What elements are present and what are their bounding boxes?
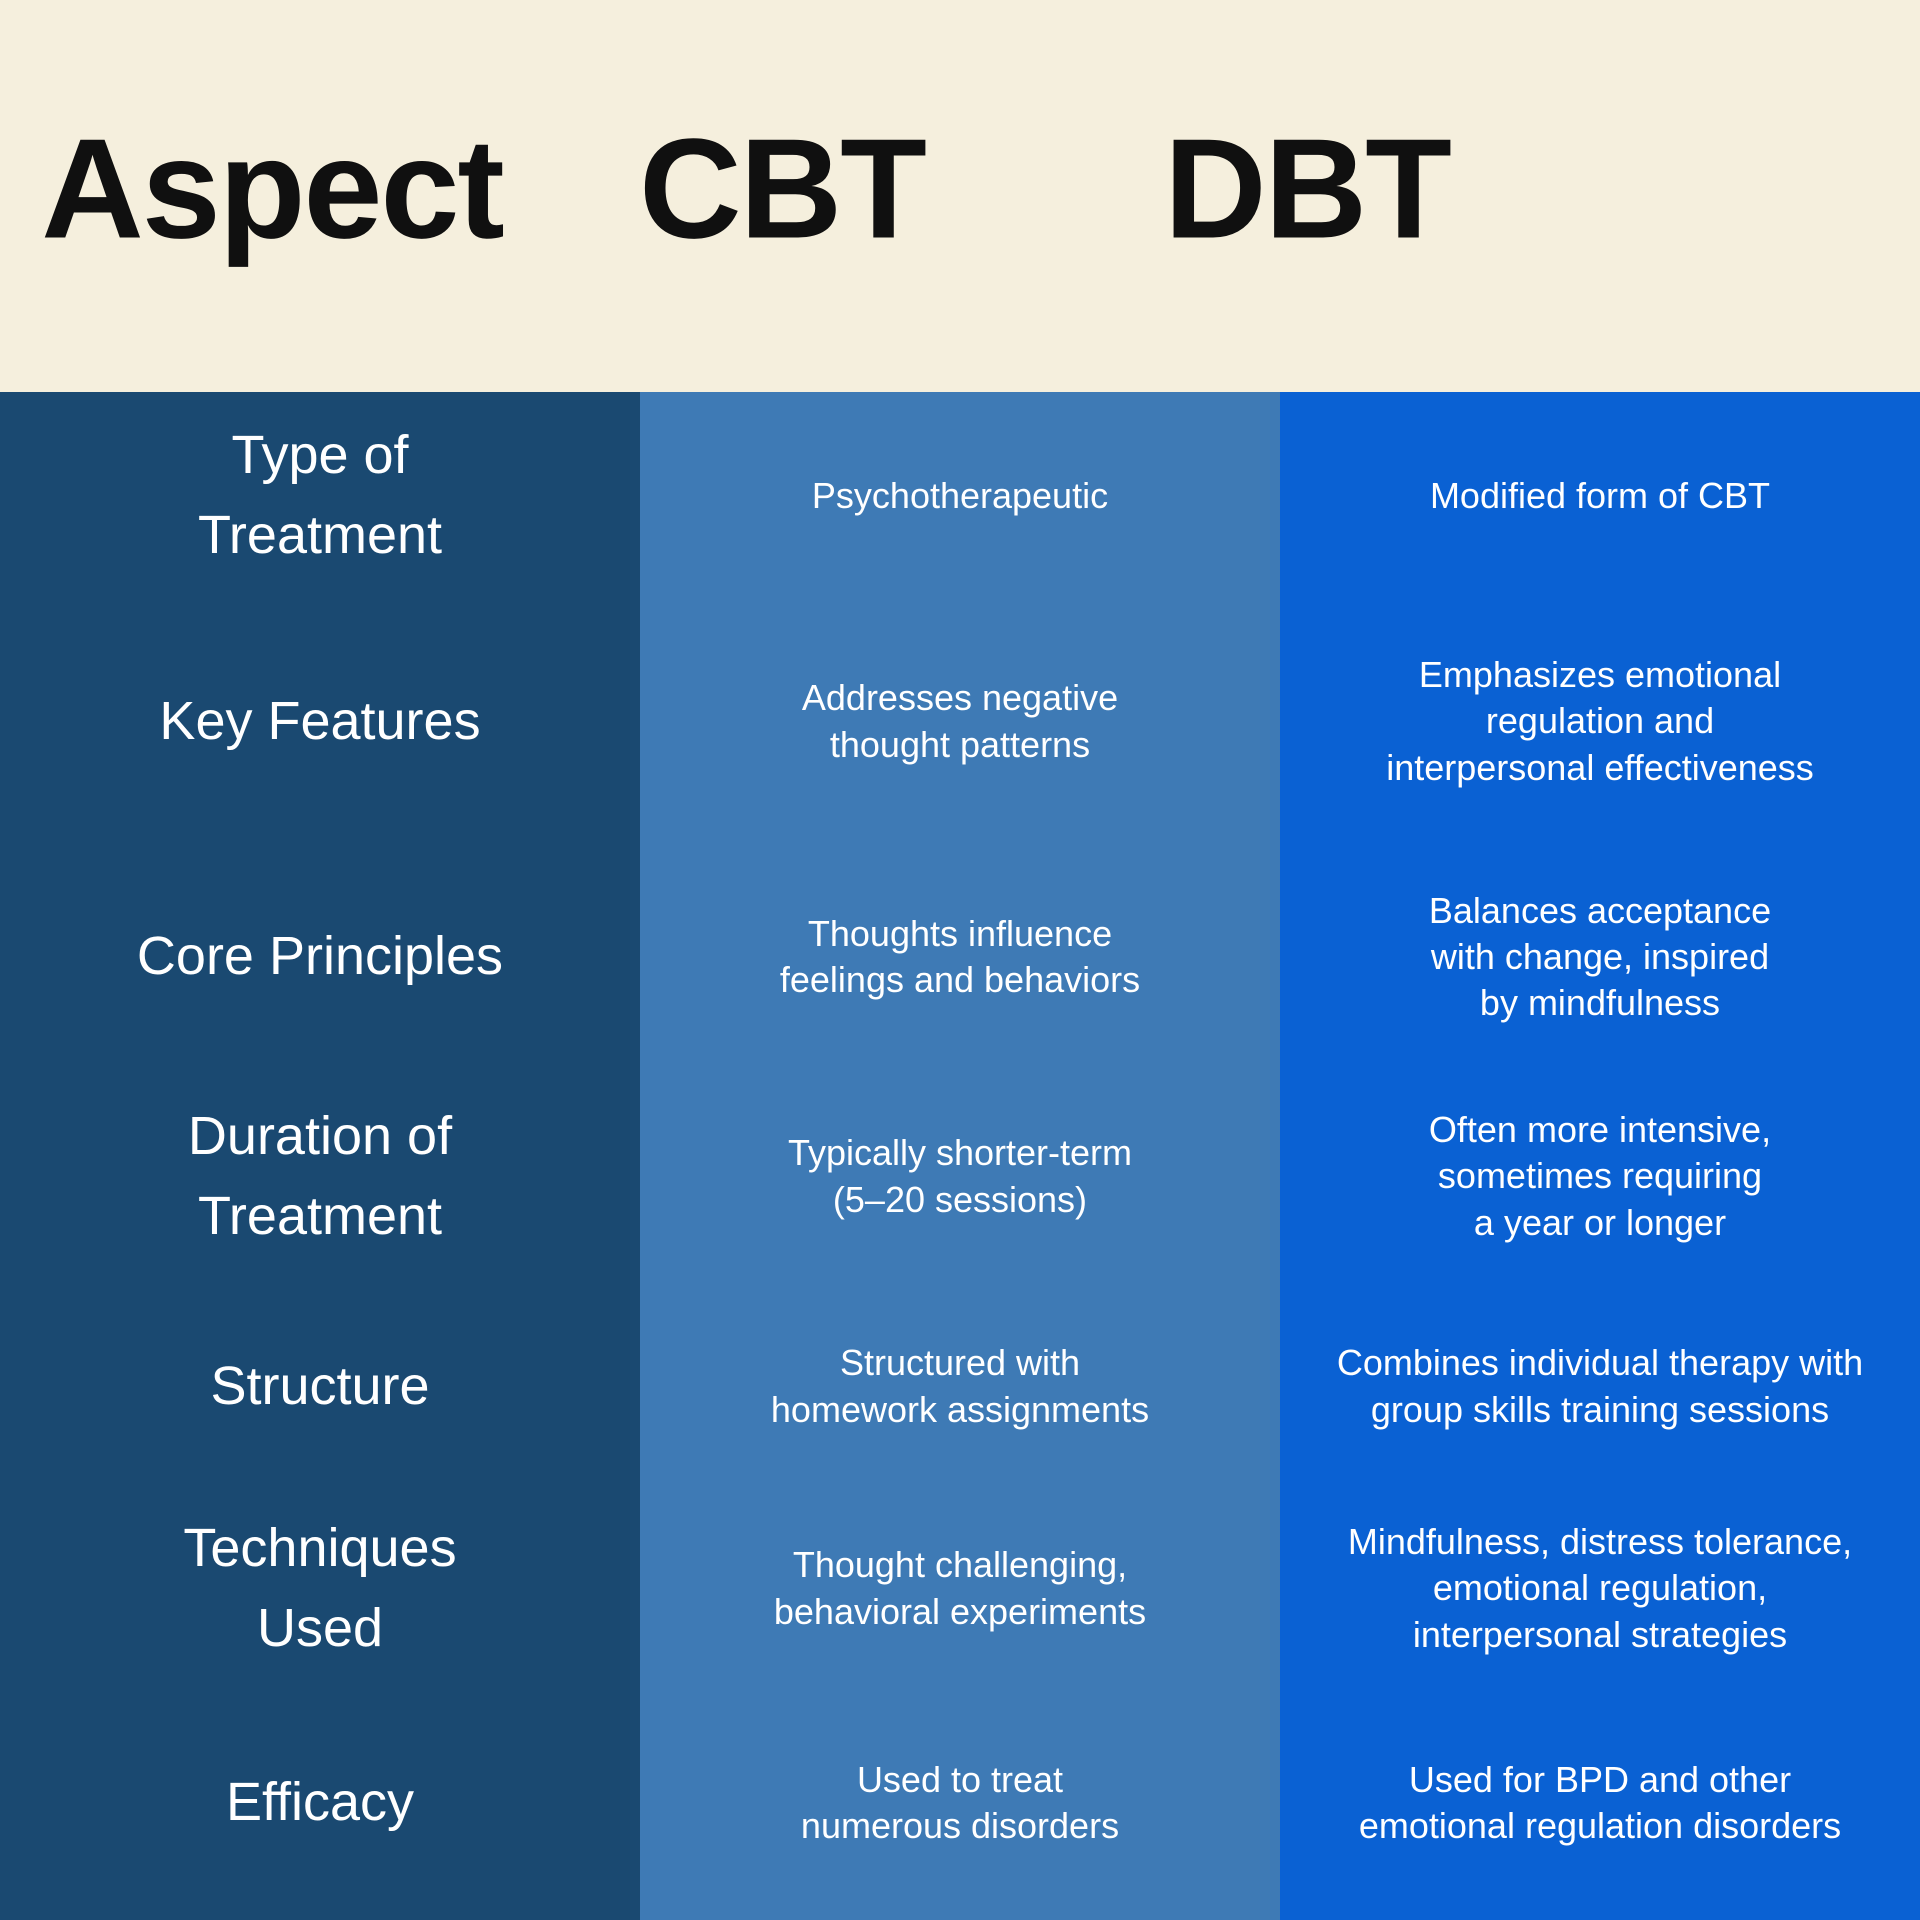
header-cbt: CBT: [639, 109, 927, 269]
dbt-cell-type-of-treatment: Modified form of CBT: [1280, 392, 1920, 600]
cbt-cell-duration-of-treatment: Typically shorter-term (5–20 sessions): [640, 1071, 1280, 1282]
comparison-table: Type of Treatment Psychotherapeutic Modi…: [0, 392, 1920, 1920]
header-dbt: DBT: [1164, 109, 1452, 269]
cbt-cell-techniques-used: Thought challenging, behavioral experime…: [640, 1491, 1280, 1686]
dbt-cell-duration-of-treatment: Often more intensive, sometimes requirin…: [1280, 1071, 1920, 1282]
aspect-label-core-principles: Core Principles: [0, 843, 640, 1071]
dbt-cell-structure: Combines individual therapy with group s…: [1280, 1282, 1920, 1491]
cbt-cell-key-features: Addresses negative thought patterns: [640, 600, 1280, 843]
aspect-label-structure: Structure: [0, 1282, 640, 1491]
cbt-cell-efficacy: Used to treat numerous disorders: [640, 1686, 1280, 1920]
header-band: Aspect CBT DBT: [0, 0, 1920, 392]
cbt-cell-type-of-treatment: Psychotherapeutic: [640, 392, 1280, 600]
header-aspect: Aspect: [41, 109, 504, 269]
aspect-label-duration-of-treatment: Duration of Treatment: [0, 1071, 640, 1282]
dbt-cell-key-features: Emphasizes emotional regulation and inte…: [1280, 600, 1920, 843]
aspect-label-type-of-treatment: Type of Treatment: [0, 392, 640, 600]
aspect-label-techniques-used: Techniques Used: [0, 1491, 640, 1686]
dbt-cell-efficacy: Used for BPD and other emotional regulat…: [1280, 1686, 1920, 1920]
aspect-label-key-features: Key Features: [0, 600, 640, 843]
cbt-cell-structure: Structured with homework assignments: [640, 1282, 1280, 1491]
cbt-cell-core-principles: Thoughts influence feelings and behavior…: [640, 843, 1280, 1071]
aspect-label-efficacy: Efficacy: [0, 1686, 640, 1920]
dbt-cell-core-principles: Balances acceptance with change, inspire…: [1280, 843, 1920, 1071]
dbt-cell-techniques-used: Mindfulness, distress tolerance, emotion…: [1280, 1491, 1920, 1686]
